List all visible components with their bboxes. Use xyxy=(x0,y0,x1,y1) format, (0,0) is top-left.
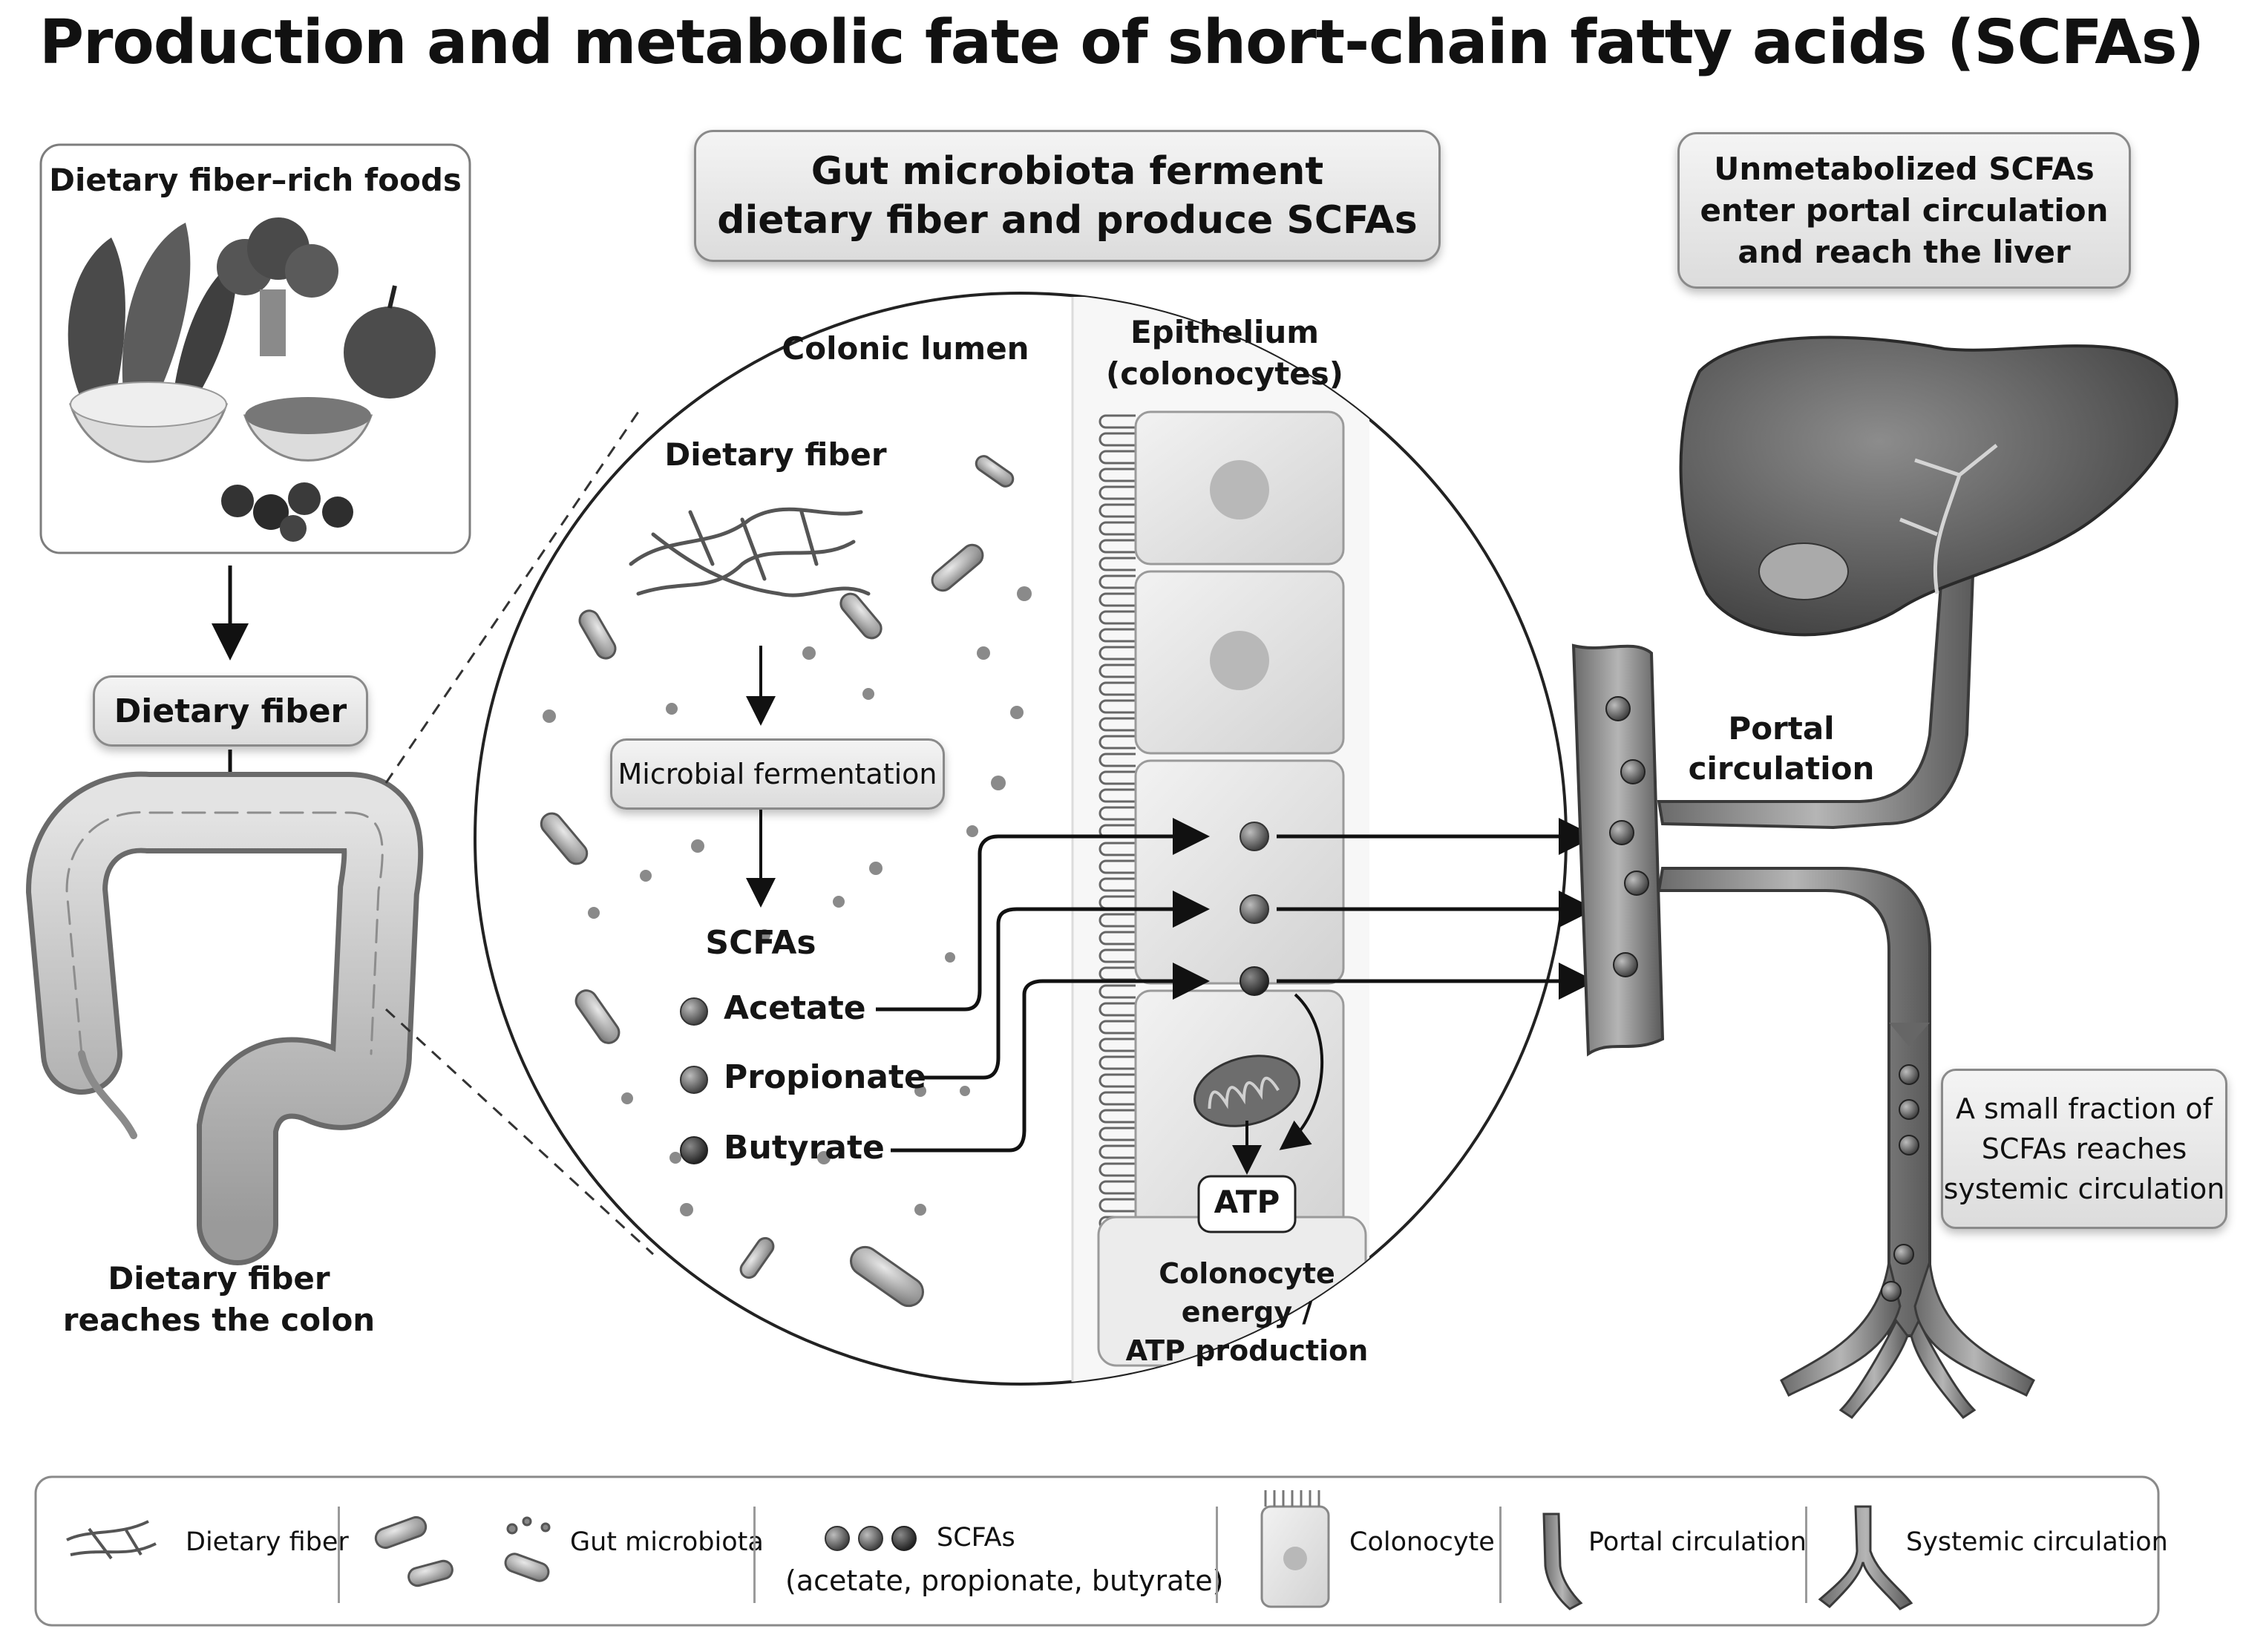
epithelium-line2: (colonocytes) xyxy=(1106,355,1343,392)
scfa-butyrate-label: Butyrate xyxy=(724,1129,885,1167)
zoom-line-bottom xyxy=(384,1008,655,1256)
epithelium-line1: Epithelium xyxy=(1130,314,1320,350)
fermentation-header-line1: Gut microbiota ferment xyxy=(811,149,1324,194)
portal-entry-line3: and reach the liver xyxy=(1738,233,2071,270)
legend-microbiota-label: Gut microbiota xyxy=(570,1527,764,1557)
systemic-arrow-head xyxy=(1889,1023,1930,1046)
colon-caption-line1: Dietary fiber xyxy=(108,1260,330,1297)
systemic-fraction-line1: A small fraction of xyxy=(1955,1092,2213,1125)
scfas-label: SCFAs xyxy=(705,924,816,962)
portal-circulation-line2: circulation xyxy=(1688,750,1875,787)
scfa-acetate-label: Acetate xyxy=(724,989,866,1027)
foods-illustration xyxy=(68,217,436,542)
cell-scfa-acetate xyxy=(1240,822,1269,851)
legend-scfas-icon xyxy=(825,1526,917,1551)
portal-entry-box: Unmetabolized SCFAs enter portal circula… xyxy=(1677,132,2131,289)
colon-caption-line2: reaches the colon xyxy=(62,1302,376,1338)
legend-divider xyxy=(338,1507,340,1603)
cell-scfa-butyrate xyxy=(1240,966,1269,996)
propionate-transport-arrow xyxy=(920,891,1210,1080)
legend-fiber-label: Dietary fiber xyxy=(186,1527,349,1557)
page-title: Production and metabolic fate of short-c… xyxy=(39,7,2204,78)
bacteria xyxy=(540,455,1015,1308)
legend-portal-label: Portal circulation xyxy=(1588,1527,1807,1557)
microbial-fermentation-box: Microbial fermentation xyxy=(610,738,945,810)
legend-microbiota-icon xyxy=(374,1515,551,1587)
butyrate-to-mitochondria-arrow xyxy=(1279,993,1324,1150)
acetate-marker xyxy=(680,997,708,1026)
particles xyxy=(543,586,1032,1216)
colon-illustration xyxy=(25,771,424,1265)
colon-caption: Dietary fiber reaches the colon xyxy=(45,1258,393,1341)
butyrate-transport-arrow xyxy=(891,963,1210,1153)
propionate-marker xyxy=(680,1066,708,1094)
energy-caption-line2: ATP production xyxy=(1125,1334,1369,1367)
colonic-lumen-label: Colonic lumen xyxy=(782,330,1029,367)
portal-circulation-line1: Portal xyxy=(1728,710,1835,747)
legend-fiber-icon xyxy=(66,1520,157,1560)
foods-label: Dietary fiber–rich foods xyxy=(49,162,462,198)
portal-vessel xyxy=(1571,533,1977,1337)
legend-systemic-label: Systemic circulation xyxy=(1906,1527,2168,1557)
legend-portal-icon xyxy=(1542,1512,1583,1610)
zoom-circle xyxy=(474,292,1568,1386)
legend-scfas-sublabel: (acetate, propionate, butyrate) xyxy=(785,1564,1224,1597)
scfa-propionate-label: Propionate xyxy=(724,1058,926,1096)
portal-entry-line1: Unmetabolized SCFAs xyxy=(1714,150,2095,187)
atp-label: ATP xyxy=(1214,1184,1280,1220)
legend-colonocyte-icon xyxy=(1260,1490,1330,1608)
microbial-fermentation-label: Microbial fermentation xyxy=(618,758,937,790)
legend-box xyxy=(34,1475,2160,1627)
legend-divider xyxy=(1216,1507,1218,1603)
epithelium-label: Epithelium (colonocytes) xyxy=(1091,312,1358,395)
systemic-vessel xyxy=(1780,1261,2035,1419)
atp-box xyxy=(1197,1175,1297,1233)
legend-scfas-label: SCFAs xyxy=(937,1523,1015,1553)
fermentation-header-box: Gut microbiota ferment dietary fiber and… xyxy=(694,130,1441,262)
dietary-fiber-box-label: Dietary fiber xyxy=(114,692,347,730)
dietary-fiber-strands xyxy=(629,507,871,597)
mitochondrion-icon xyxy=(1193,1055,1301,1127)
circle-fiber-label: Dietary fiber xyxy=(664,436,887,473)
energy-caption-line1: Colonocyte energy / xyxy=(1159,1257,1335,1328)
portal-circulation-label: Portal circulation xyxy=(1685,709,1878,789)
cell-scfa-propionate xyxy=(1240,894,1269,924)
dietary-fiber-box: Dietary fiber xyxy=(93,675,368,747)
systemic-fraction-box: A small fraction of SCFAs reaches system… xyxy=(1941,1069,2227,1229)
legend-divider xyxy=(1499,1507,1502,1603)
legend-divider xyxy=(1805,1507,1807,1603)
fermentation-header-line2: dietary fiber and produce SCFAs xyxy=(717,198,1418,243)
systemic-fraction-line2: SCFAs reaches xyxy=(1981,1133,2187,1165)
legend-divider xyxy=(753,1507,756,1603)
liver-illustration xyxy=(1679,335,2178,637)
butyrate-marker xyxy=(680,1136,708,1164)
microvilli xyxy=(1098,414,1136,1248)
legend-colonocyte-label: Colonocyte xyxy=(1349,1527,1495,1557)
portal-entry-line2: enter portal circulation xyxy=(1700,191,2109,229)
energy-caption: Colonocyte energy / ATP production xyxy=(1098,1254,1395,1370)
legend-systemic-icon xyxy=(1818,1505,1913,1610)
systemic-fraction-line3: systemic circulation xyxy=(1943,1173,2225,1205)
acetate-transport-arrow xyxy=(876,818,1210,1012)
colonocyte-cells xyxy=(1097,410,1367,1367)
